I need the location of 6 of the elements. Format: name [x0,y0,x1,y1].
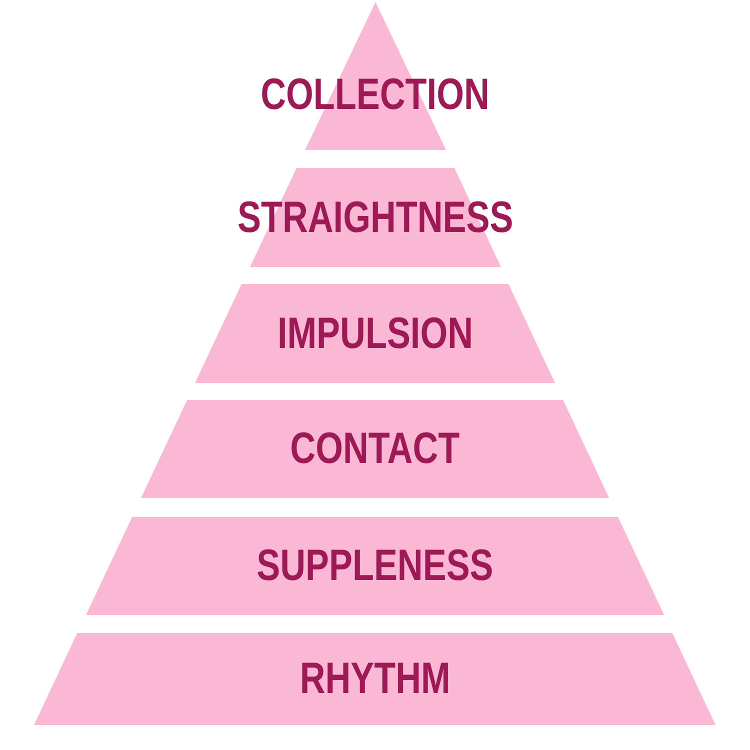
tier-label: SUPPLENESS [256,544,494,588]
tier-label: IMPULSION [277,312,473,356]
tier-label: RHYTHM [300,657,450,701]
tier-label: COLLECTION [260,73,490,118]
tier-label: CONTACT [290,427,460,471]
tier-label: STRAIGHTNESS [237,196,513,240]
